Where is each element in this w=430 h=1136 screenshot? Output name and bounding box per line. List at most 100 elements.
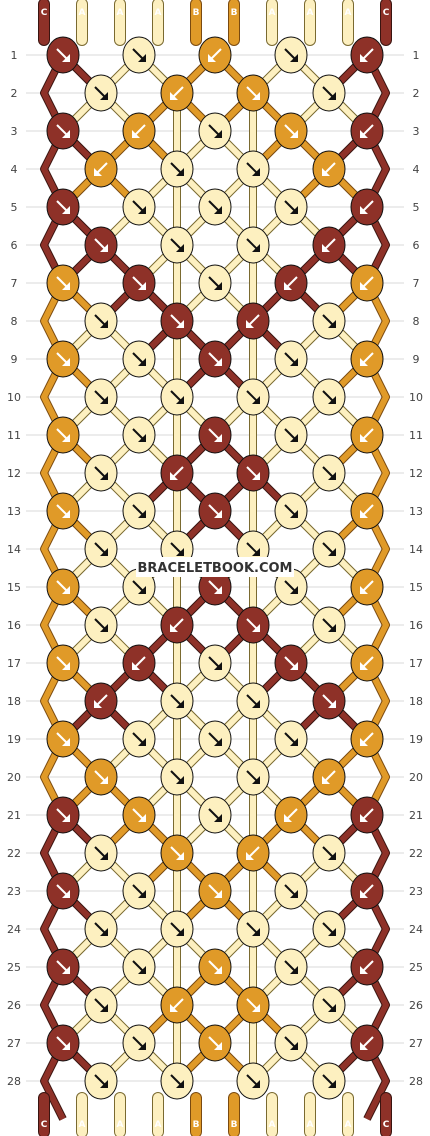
string-end-top: C <box>380 0 392 46</box>
knot <box>274 720 308 758</box>
knot <box>236 834 270 872</box>
knot <box>160 910 194 948</box>
row-number-left: 15 <box>7 581 21 594</box>
knot-arrow-head <box>360 206 368 214</box>
string-letter: A <box>117 1120 124 1130</box>
knot-arrow-head <box>176 928 184 936</box>
row-number-right: 9 <box>413 353 420 366</box>
knot-arrow-head <box>328 700 336 708</box>
knot-arrow-head <box>170 92 178 100</box>
knot-arrow-head <box>284 282 292 290</box>
row-number-left: 16 <box>7 619 21 632</box>
knot <box>84 986 118 1024</box>
knot-arrow-head <box>214 282 222 290</box>
knot <box>274 416 308 454</box>
knot-arrow-head <box>290 358 298 366</box>
knot <box>236 606 270 644</box>
knot <box>236 226 270 264</box>
knot <box>84 150 118 188</box>
knot <box>312 986 346 1024</box>
string-end-bottom: A <box>304 1092 316 1136</box>
knot <box>198 948 232 986</box>
string-letter: A <box>307 8 314 18</box>
knot-arrow-head <box>100 624 108 632</box>
knot-arrow-head <box>62 206 70 214</box>
row-number-left: 21 <box>7 809 21 822</box>
knot-arrow-head <box>328 624 336 632</box>
knot-arrow-head <box>290 890 298 898</box>
knot-arrow-head <box>100 928 108 936</box>
knot-arrow-head <box>132 130 140 138</box>
knot-arrow-head <box>290 966 298 974</box>
knot-arrow-head <box>252 548 260 556</box>
knot <box>122 796 156 834</box>
knot-arrow-head <box>138 586 146 594</box>
string-end-bottom: A <box>76 1092 88 1136</box>
knot-arrow-head <box>176 320 184 328</box>
knot-arrow-head <box>214 662 222 670</box>
knot <box>122 340 156 378</box>
row-number-right: 8 <box>413 315 420 328</box>
string-letter: C <box>383 1120 390 1130</box>
knot <box>122 264 156 302</box>
knot-arrow-head <box>138 54 146 62</box>
string-letter: B <box>193 8 200 18</box>
knot-arrow-head <box>360 358 368 366</box>
row-number-right: 25 <box>409 961 423 974</box>
knot <box>274 872 308 910</box>
knot <box>198 340 232 378</box>
knot <box>84 834 118 872</box>
knot <box>350 1024 384 1062</box>
knot <box>350 112 384 150</box>
knot <box>236 150 270 188</box>
row-number-right: 11 <box>409 429 423 442</box>
knot-arrow-head <box>328 472 336 480</box>
knot <box>274 340 308 378</box>
knot <box>84 378 118 416</box>
knot-arrow-head <box>360 282 368 290</box>
row-number-right: 5 <box>413 201 420 214</box>
knot-arrow-head <box>246 852 254 860</box>
knot-arrow-head <box>328 92 336 100</box>
knot-arrow-head <box>176 1080 184 1088</box>
knot-arrow-head <box>138 282 146 290</box>
knot-arrow-head <box>62 1042 70 1050</box>
knot-arrow-head <box>322 776 330 784</box>
knot <box>46 720 80 758</box>
knot <box>236 378 270 416</box>
knot-arrow-head <box>170 472 178 480</box>
knot <box>84 530 118 568</box>
row-number-left: 9 <box>11 353 18 366</box>
knot-arrow-head <box>138 358 146 366</box>
knot-arrow-head <box>208 54 216 62</box>
knot <box>46 948 80 986</box>
knot-arrow-head <box>214 1042 222 1050</box>
string-end-bottom: A <box>266 1092 278 1136</box>
row-number-left: 7 <box>11 277 18 290</box>
row-number-right: 28 <box>409 1075 423 1088</box>
knot <box>122 188 156 226</box>
row-number-right: 7 <box>413 277 420 290</box>
knot <box>274 568 308 606</box>
knot-arrow-head <box>360 586 368 594</box>
knot-arrow-head <box>214 814 222 822</box>
string-end-bottom: C <box>38 1092 50 1136</box>
string-end-bottom: A <box>342 1092 354 1136</box>
knot <box>198 36 232 74</box>
row-number-left: 11 <box>7 429 21 442</box>
knot-arrow-head <box>252 624 260 632</box>
knot <box>122 1024 156 1062</box>
knot-arrow-head <box>252 396 260 404</box>
knot <box>198 1024 232 1062</box>
knot-arrow-head <box>290 130 298 138</box>
knot <box>350 796 384 834</box>
knot-arrow-head <box>138 966 146 974</box>
row-number-left: 2 <box>11 87 18 100</box>
knot-arrow-head <box>62 434 70 442</box>
knot <box>312 378 346 416</box>
knot <box>274 1024 308 1062</box>
knot <box>236 758 270 796</box>
knot <box>350 872 384 910</box>
